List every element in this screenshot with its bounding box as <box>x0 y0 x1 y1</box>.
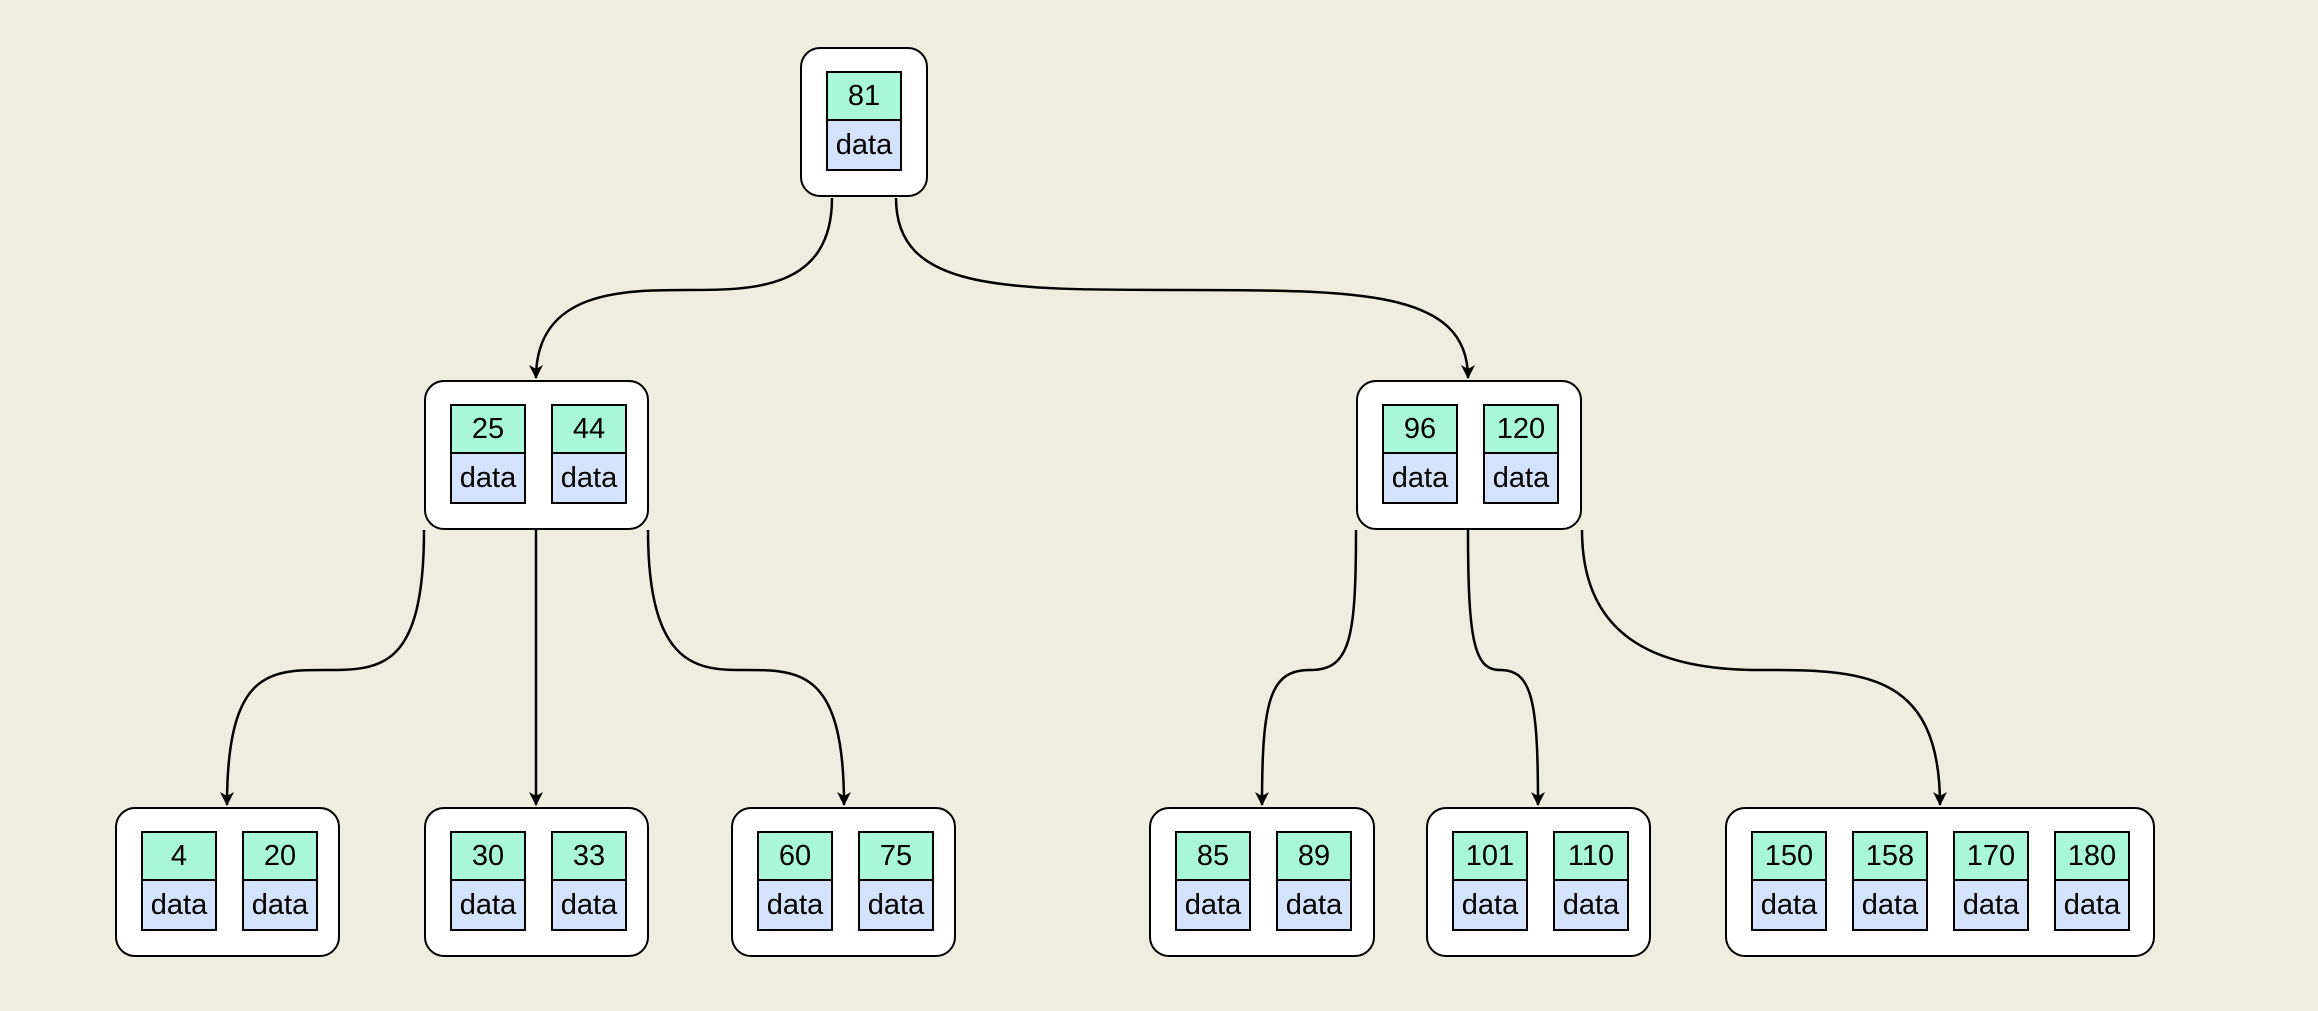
edge-node-25-44-to-leaf-4-20 <box>220 529 426 806</box>
edge-node-96-120-to-leaf-150-180 <box>1580 529 1947 806</box>
tree-node-25-44: 25 data 44 data <box>424 380 649 530</box>
key-label: 150 <box>1753 833 1825 881</box>
key-data-cell: 75 data <box>858 831 934 931</box>
key-label: 101 <box>1454 833 1526 881</box>
tree-node-96-120: 96 data 120 data <box>1356 380 1582 530</box>
data-label: data <box>1854 881 1926 929</box>
data-label: data <box>452 881 524 929</box>
key-data-cell: 120 data <box>1483 404 1559 504</box>
key-data-cell: 81 data <box>826 71 902 171</box>
edge-node-96-120-to-leaf-85-89 <box>1255 529 1358 806</box>
key-label: 20 <box>244 833 316 881</box>
key-data-cell: 85 data <box>1175 831 1251 931</box>
data-label: data <box>2056 881 2128 929</box>
leaf-node-150-180: 150 data 158 data 170 data 180 data <box>1725 807 2155 957</box>
tree-node-root: 81 data <box>800 47 928 197</box>
key-data-cell: 170 data <box>1953 831 2029 931</box>
key-data-cell: 180 data <box>2054 831 2130 931</box>
key-data-cell: 33 data <box>551 831 627 931</box>
data-label: data <box>1753 881 1825 929</box>
key-label: 60 <box>759 833 831 881</box>
leaf-node-101-110: 101 data 110 data <box>1426 807 1651 957</box>
data-label: data <box>1955 881 2027 929</box>
key-label: 85 <box>1177 833 1249 881</box>
edge-root-to-node-96-120 <box>894 197 1475 379</box>
leaf-node-60-75: 60 data 75 data <box>731 807 956 957</box>
leaf-node-85-89: 85 data 89 data <box>1149 807 1375 957</box>
data-label: data <box>1384 454 1456 502</box>
edge-node-25-44-to-leaf-60-75 <box>646 529 851 806</box>
key-data-cell: 60 data <box>757 831 833 931</box>
data-label: data <box>828 121 900 169</box>
data-label: data <box>1177 881 1249 929</box>
data-label: data <box>860 881 932 929</box>
data-label: data <box>143 881 215 929</box>
data-label: data <box>1454 881 1526 929</box>
key-label: 96 <box>1384 406 1456 454</box>
data-label: data <box>1555 881 1627 929</box>
edge-node-96-120-to-leaf-101-110 <box>1466 529 1545 806</box>
data-label: data <box>553 881 625 929</box>
key-label: 180 <box>2056 833 2128 881</box>
key-label: 89 <box>1278 833 1350 881</box>
data-label: data <box>553 454 625 502</box>
key-label: 110 <box>1555 833 1627 881</box>
key-data-cell: 25 data <box>450 404 526 504</box>
leaf-node-4-20: 4 data 20 data <box>115 807 340 957</box>
key-data-cell: 150 data <box>1751 831 1827 931</box>
data-label: data <box>1485 454 1557 502</box>
key-label: 158 <box>1854 833 1926 881</box>
key-data-cell: 96 data <box>1382 404 1458 504</box>
key-data-cell: 101 data <box>1452 831 1528 931</box>
key-label: 33 <box>553 833 625 881</box>
data-label: data <box>452 454 524 502</box>
key-data-cell: 44 data <box>551 404 627 504</box>
key-data-cell: 20 data <box>242 831 318 931</box>
key-label: 75 <box>860 833 932 881</box>
key-data-cell: 30 data <box>450 831 526 931</box>
edge-root-to-node-25-44 <box>529 197 834 379</box>
data-label: data <box>759 881 831 929</box>
key-label: 4 <box>143 833 215 881</box>
leaf-node-30-33: 30 data 33 data <box>424 807 649 957</box>
key-label: 170 <box>1955 833 2027 881</box>
key-data-cell: 4 data <box>141 831 217 931</box>
key-label: 30 <box>452 833 524 881</box>
key-label: 81 <box>828 73 900 121</box>
data-label: data <box>1278 881 1350 929</box>
key-data-cell: 158 data <box>1852 831 1928 931</box>
key-data-cell: 110 data <box>1553 831 1629 931</box>
key-data-cell: 89 data <box>1276 831 1352 931</box>
key-label: 44 <box>553 406 625 454</box>
key-label: 25 <box>452 406 524 454</box>
key-label: 120 <box>1485 406 1557 454</box>
data-label: data <box>244 881 316 929</box>
